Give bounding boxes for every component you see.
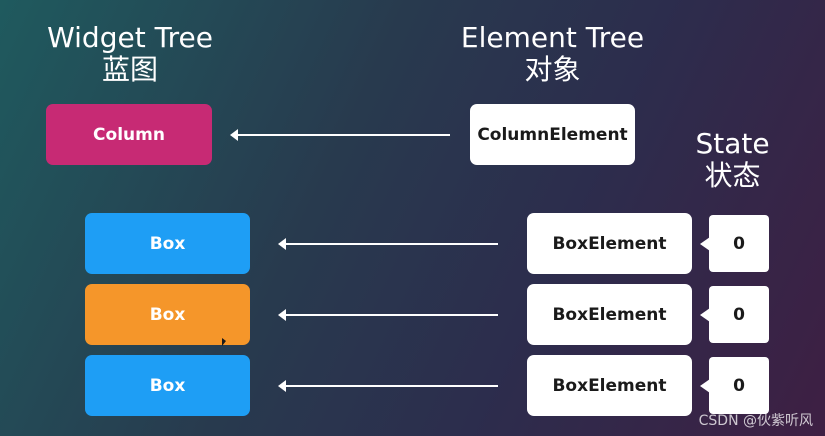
box-element-3: BoxElement [527, 355, 692, 416]
box-widget-2: Box [85, 284, 250, 345]
mouse-cursor-icon [222, 338, 226, 346]
state-box-2: 0 [709, 286, 769, 343]
widget-tree-heading: Widget Tree 蓝图 [40, 22, 220, 86]
box-element-1: BoxElement [527, 213, 692, 274]
column-element: ColumnElement [470, 104, 635, 165]
state-heading: State 状态 [685, 128, 780, 192]
box-widget-3-label: Box [149, 375, 186, 396]
box-link-arrow-3 [278, 380, 498, 392]
box-widget-1: Box [85, 213, 250, 274]
box-element-1-label: BoxElement [552, 233, 667, 254]
column-widget: Column [46, 104, 212, 165]
element-tree-title: Element Tree [460, 21, 645, 54]
column-link-arrow [230, 129, 450, 141]
state-subtitle: 状态 [704, 159, 761, 192]
column-widget-label: Column [93, 124, 165, 145]
state-box-2-value: 0 [733, 304, 745, 325]
box-link-arrow-1 [278, 238, 498, 250]
column-element-label: ColumnElement [477, 124, 628, 145]
element-tree-subtitle: 对象 [524, 53, 581, 86]
widget-tree-title: Widget Tree [47, 21, 213, 54]
box-link-arrow-2 [278, 309, 498, 321]
state-box-1-value: 0 [733, 233, 745, 254]
state-box-1: 0 [709, 215, 769, 272]
box-element-2: BoxElement [527, 284, 692, 345]
box-widget-1-label: Box [149, 233, 186, 254]
state-box-3-value: 0 [733, 375, 745, 396]
watermark: CSDN @伙紫听风 [698, 413, 813, 429]
element-tree-heading: Element Tree 对象 [455, 22, 650, 86]
state-title: State [695, 127, 770, 160]
box-element-3-label: BoxElement [552, 375, 667, 396]
box-widget-3: Box [85, 355, 250, 416]
box-widget-2-label: Box [149, 304, 186, 325]
widget-tree-subtitle: 蓝图 [101, 53, 158, 86]
state-box-3: 0 [709, 357, 769, 414]
box-element-2-label: BoxElement [552, 304, 667, 325]
